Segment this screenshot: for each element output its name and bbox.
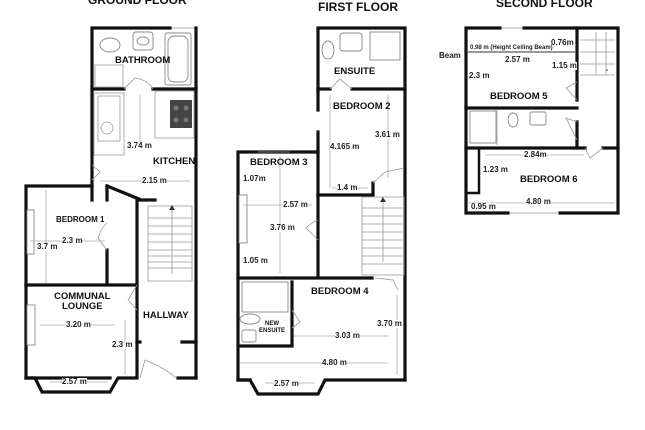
- dim-bedroom2-right: 3.61 m: [375, 130, 400, 139]
- room-label-bedroom-5: BEDROOM 5: [490, 91, 548, 102]
- room-label-new-ensuite-line2: ENSUITE: [259, 328, 286, 334]
- beam-label: Beam: [439, 51, 461, 60]
- dim-bedroom3-length: 3.76 m: [270, 223, 295, 232]
- room-label-bedroom-6: BEDROOM 6: [520, 174, 578, 185]
- room-label-bedroom-2: BEDROOM 2: [333, 101, 391, 112]
- ground-floor-title: GROUND FLOOR: [88, 0, 187, 7]
- room-label-communal-lounge-line2: LOUNGE: [62, 301, 103, 312]
- beam-note: 0.98 m (Height Ceiling Beam): [470, 45, 553, 51]
- dim-lounge-width: 3.20 m: [66, 320, 91, 329]
- dim-lounge-depth: 2.3 m: [112, 340, 133, 349]
- dim-bedroom5-width: 2.57 m: [505, 55, 530, 64]
- dim-bedroom1-width: 2.3 m: [62, 236, 83, 245]
- room-label-bedroom-3: BEDROOM 3: [250, 157, 308, 168]
- room-label-new-ensuite-line1: NEW: [265, 321, 279, 327]
- room-label-communal-lounge-line1: COMMUNAL: [54, 291, 111, 302]
- dim-bedroom5-top-right: 0.76m: [551, 38, 574, 47]
- first-floor-title: FIRST FLOOR: [318, 0, 398, 14]
- room-label-bedroom-1: BEDROOM 1: [56, 215, 105, 224]
- dim-bedroom4-full: 4.80 m: [322, 358, 347, 367]
- dim-bedroom4-inner: 3.03 m: [335, 331, 360, 340]
- dim-kitchen-width: 2.15 m: [142, 176, 167, 185]
- dim-bedroom3-top: 1.07m: [243, 174, 266, 183]
- dim-bedroom3-bottom: 1.05 m: [243, 256, 268, 265]
- dim-kitchen-length: 3.74 m: [127, 141, 152, 150]
- dim-bedroom6-width: 2.84m: [524, 150, 547, 159]
- room-label-kitchen: KITCHEN: [153, 156, 196, 167]
- dim-lounge-bay: 2.57 m: [62, 377, 87, 386]
- dim-bedroom5-left: 2.3 m: [469, 71, 490, 80]
- dim-bedroom6-full: 4.80 m: [526, 197, 551, 206]
- first-floor-plan: [236, 26, 407, 396]
- room-label-bedroom-4: BEDROOM 4: [311, 286, 369, 297]
- room-label-hallway: HALLWAY: [143, 310, 189, 321]
- dim-bedroom2-length: 4.165 m: [330, 142, 360, 151]
- room-label-ensuite: ENSUITE: [334, 66, 376, 77]
- second-floor-title: SECOND FLOOR: [496, 0, 593, 10]
- dim-bedroom2-width: 1.4 m: [337, 183, 358, 192]
- dim-bedroom6-alcove: 0.95 m: [471, 202, 496, 211]
- second-floor-plan: [464, 26, 620, 215]
- dim-bedroom4-bay: 2.57 m: [274, 379, 299, 388]
- dim-bedroom5-right: 1.15 m: [552, 61, 577, 70]
- dim-bedroom6-left: 1.23 m: [483, 165, 508, 174]
- dim-bedroom4-depth: 3.70 m: [377, 319, 402, 328]
- dim-bedroom1-length: 3.7 m: [37, 242, 58, 251]
- ground-floor-plan: [24, 26, 198, 394]
- room-label-bathroom: BATHROOM: [115, 55, 171, 66]
- dim-bedroom3-width: 2.57 m: [283, 200, 308, 209]
